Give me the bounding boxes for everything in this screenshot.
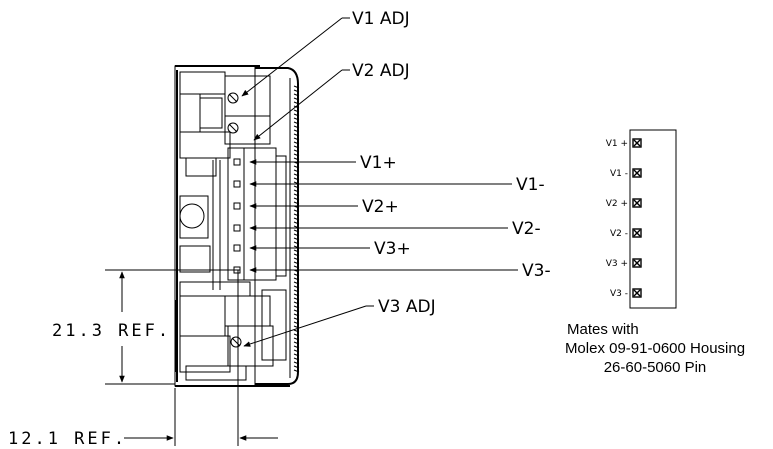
v1-plus-label: V1+ [360,153,397,173]
connector-pin-contact [632,288,642,298]
connector-pin-label: V2 - [610,229,628,239]
terminal-screw [233,158,241,166]
v2-minus-label: V2- [512,219,541,239]
connector-pinout: V1 + V1 - V2 + V2 - V3 + V3 - [606,129,677,309]
terminal-screw [233,244,241,252]
connector-pin-contact [632,138,642,148]
connector-pin-label: V2 + [606,199,628,209]
connector-pin-contact [632,168,642,178]
connector-pin-contact [632,228,642,238]
v2-plus-label: V2+ [362,197,399,217]
mates-note-line1: Mates with [567,321,639,338]
width-dimension-label: 12.1 REF. [8,429,127,449]
callout-leaders [241,17,518,347]
connector-pin-label: V3 + [606,259,628,269]
v1-adj-label: V1 ADJ [352,9,410,29]
connector-pin-contact [632,198,642,208]
connector-pin-cross [633,139,641,147]
mates-note-line3: 26-60-5060 Pin [603,359,707,376]
connector-pin-cross [633,229,641,237]
mates-note: Mates with Molex 09-91-0600 Housing 26-6… [540,320,770,377]
v1-minus-label: V1- [516,175,545,195]
terminal-screw [233,202,241,210]
connector-pin-label: V1 - [610,169,628,179]
terminal-screw [233,224,241,232]
v3-minus-label: V3- [522,261,551,281]
connector-pin-cross [633,169,641,177]
height-dimension-label: 21.3 REF. [52,321,171,341]
connector-pin-cross [633,259,641,267]
case-serrations [293,85,300,373]
height-dimension [105,269,240,385]
v3-adj-label: V3 ADJ [378,297,436,317]
terminal-screws [233,158,241,274]
v2-adj-label: V2 ADJ [352,61,410,81]
mates-note-line2: Molex 09-91-0600 Housing [564,340,746,357]
terminal-screw [233,180,241,188]
connector-pin-label: V3 - [610,289,628,299]
connector-pin-label: V1 + [606,139,628,149]
width-dimension [124,270,278,446]
connector-pin-cross [633,289,641,297]
callout-labels: V1 ADJ V2 ADJ V1+ V1- V2+ V2- V3+ V3- V3… [352,9,551,317]
connector-pin-contact [632,258,642,268]
module-body [174,65,300,387]
connector-pin-cross [633,199,641,207]
v3-plus-label: V3+ [374,239,411,259]
